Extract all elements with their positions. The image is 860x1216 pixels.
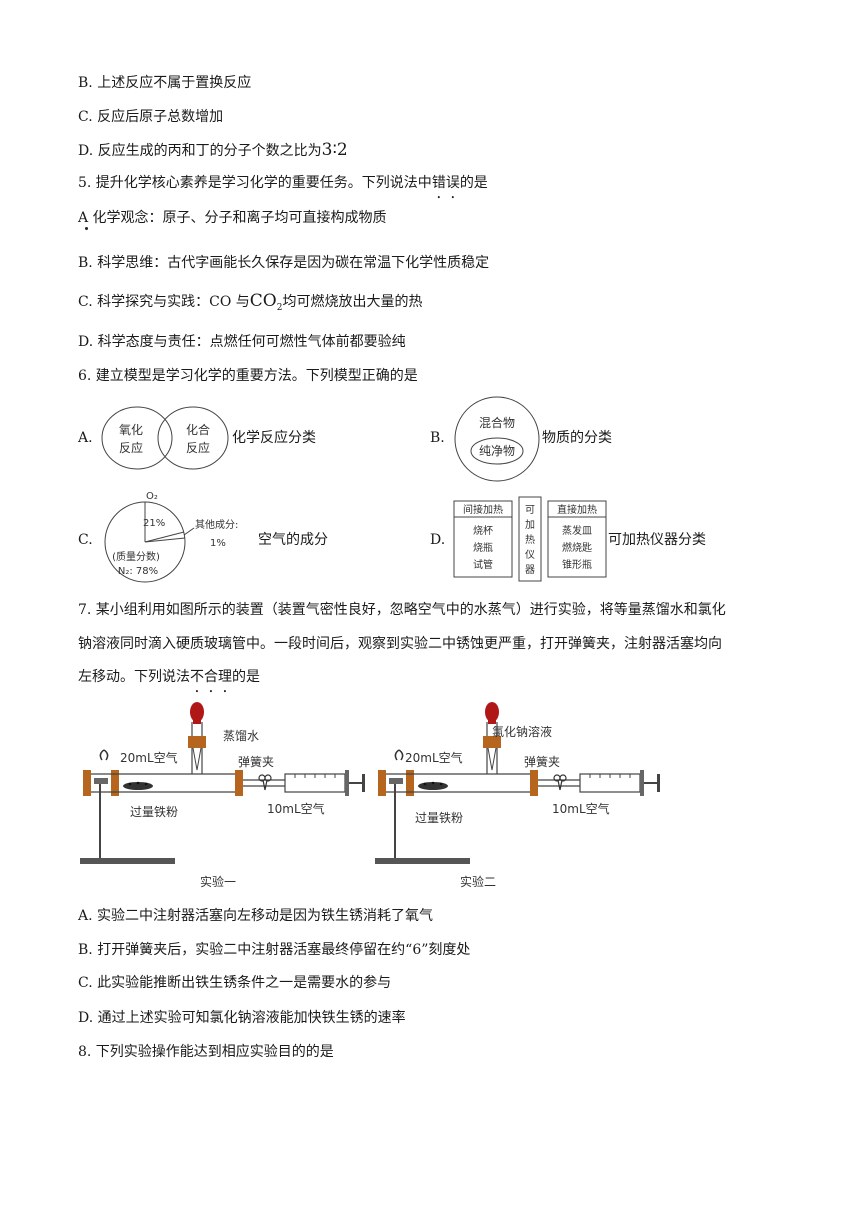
q7-option-c: C. 此实验能推断出铁生锈条件之一是需要水的参与 <box>78 975 392 991</box>
q6-c-other-label: 其他成分: <box>195 518 238 531</box>
q4-option-d-ratio: 3∶2 <box>321 140 348 160</box>
q6-d-caption: 可加热仪器分类 <box>608 532 706 548</box>
q7-stem-line2: 钠溶液同时滴入硬质玻璃管中。一段时间后，观察到实验二中锈蚀更严重，打开弹簧夹，注… <box>78 636 722 652</box>
exp1-air10-label: 10mL空气 <box>267 801 325 816</box>
q6-d-middle-char: 加 <box>525 519 535 531</box>
exp1-title: 实验一 <box>200 874 236 889</box>
q7-option-a: A. 实验二中注射器活塞向左移动是因为铁生锈消耗了氧气 <box>78 908 434 924</box>
q6-c-o2-percent: 21% <box>143 518 165 529</box>
emphasis-char: 理 <box>218 669 232 685</box>
emphasis-char: 误 <box>446 175 460 191</box>
q6-a-caption: 化学反应分类 <box>232 430 316 446</box>
q6-c-label: C. <box>78 532 93 548</box>
q6-b-label: B. <box>430 430 445 446</box>
q6-stem: 6. 建立模型是学习化学的重要方法。下列模型正确的是 <box>78 368 418 384</box>
q6-c-mass-fraction: (质量分数) <box>112 550 160 563</box>
q5-option-c-formula: CO <box>249 291 277 311</box>
q6-d-right-header: 直接加热 <box>557 503 597 516</box>
q7-stem-emphasis: 不合理 <box>190 669 232 685</box>
q6-a-label: A. <box>78 430 93 446</box>
q6-d-classification-table: 间接加热 烧杯 烧瓶 试管 可 加 热 仪 器 直接加热 蒸发皿 燃烧匙 锥形瓶 <box>453 496 607 582</box>
q7-stem-line3: 左移动。下列说法不合理的是 <box>78 667 260 687</box>
q6-d-left-header: 间接加热 <box>463 503 503 516</box>
q7-stem-line1: 7. 某小组利用如图所示的装置（装置气密性良好，忽略空气中的水蒸气）进行实验，将… <box>78 602 726 618</box>
q4-option-d: D. 反应生成的丙和丁的分子个数之比为3∶2 <box>78 140 348 161</box>
q6-a-circle1-line1: 氧化 <box>119 423 143 437</box>
q6-c-other-percent: 1% <box>210 538 226 549</box>
q6-d-middle-char: 热 <box>525 533 535 546</box>
q6-b-caption: 物质的分类 <box>542 430 612 446</box>
q7-apparatus-diagram: 蒸馏水 20mL空气 弹簧夹 过量铁粉 10mL空气 实验一 氯化钠溶液 20m… <box>79 701 661 889</box>
q5-stem-prefix: 5. 提升化学核心素养是学习化学的重要任务。下列说法中 <box>78 175 432 191</box>
q8-stem: 8. 下列实验操作能达到相应实验目的的是 <box>78 1044 334 1060</box>
q5-option-c: C. 科学探究与实践：CO 与CO2均可燃烧放出大量的热 <box>78 291 422 318</box>
exp2-air10-label: 10mL空气 <box>552 801 610 816</box>
exp2-clip-label: 弹簧夹 <box>524 754 560 769</box>
exp1-liquid-label: 蒸馏水 <box>223 729 259 743</box>
q7-stem-line3-prefix: 左移动。下列说法 <box>78 669 190 685</box>
q4-option-c: C. 反应后原子总数增加 <box>78 109 224 125</box>
q4-option-d-text: D. 反应生成的丙和丁的分子个数之比为 <box>78 143 322 159</box>
q6-a-circle1-line2: 反应 <box>119 440 143 455</box>
q6-d-middle-char: 可 <box>525 505 535 516</box>
q5-option-c-prefix: C. 科学探究与实践：CO 与 <box>78 294 250 310</box>
q5-option-a-dot <box>85 227 88 230</box>
exp1-iron-label: 过量铁粉 <box>130 805 178 819</box>
q6-a-circle2-line2: 反应 <box>186 440 210 455</box>
q6-d-left-item: 烧瓶 <box>473 541 493 554</box>
q5-option-c-subscript: 2 <box>276 302 283 313</box>
q6-a-venn-diagram: 氧化 反应 化合 反应 <box>101 406 229 470</box>
exp1-air20-label: 20mL空气 <box>120 750 178 765</box>
emphasis-char: 错 <box>432 175 446 191</box>
q6-d-right-item: 蒸发皿 <box>562 524 592 537</box>
q5-stem-suffix: 的是 <box>459 175 488 191</box>
q6-d-middle-char: 仪 <box>525 549 535 561</box>
q6-b-outer-label: 混合物 <box>479 415 515 430</box>
q7-option-b: B. 打开弹簧夹后，实验二中注射器活塞最终停留在约“6”刻度处 <box>78 942 471 958</box>
q6-b-nested-circles: 混合物 纯净物 <box>454 396 540 482</box>
q6-c-caption: 空气的成分 <box>258 532 328 548</box>
emphasis-char: 合 <box>204 669 218 685</box>
q5-option-c-suffix: 均可燃烧放出大量的热 <box>282 294 423 310</box>
q7-stem-line3-suffix: 的是 <box>232 669 260 685</box>
q6-b-inner-label: 纯净物 <box>479 444 515 458</box>
q6-d-right-item: 燃烧匙 <box>562 541 592 554</box>
q6-d-label: D. <box>430 532 446 548</box>
exp2-iron-label: 过量铁粉 <box>415 811 463 825</box>
q6-c-o2-label: O₂ <box>146 491 158 502</box>
q7-option-d: D. 通过上述实验可知氯化钠溶液能加快铁生锈的速率 <box>78 1010 406 1026</box>
q6-c-n2-label: N₂: 78% <box>118 566 158 577</box>
q6-d-middle-char: 器 <box>525 564 535 576</box>
exp1-clip-label: 弹簧夹 <box>238 754 274 769</box>
exp2-title: 实验二 <box>460 874 496 889</box>
exp2-air20-label: 20mL空气 <box>405 750 463 765</box>
q5-option-a: A 化学观念：原子、分子和离子均可直接构成物质 <box>78 210 387 226</box>
q6-d-right-item: 锥形瓶 <box>562 558 592 571</box>
q6-c-pie-chart: O₂ 21% 其他成分: 1% (质量分数) N₂: 78% <box>104 491 238 583</box>
q5-stem: 5. 提升化学核心素养是学习化学的重要任务。下列说法中错误的是 <box>78 173 488 193</box>
q5-option-b: B. 科学思维：古代字画能长久保存是因为碳在常温下化学性质稳定 <box>78 255 490 271</box>
q6-d-left-item: 烧杯 <box>473 524 493 537</box>
emphasis-char: 不 <box>190 669 204 685</box>
q4-option-b: B. 上述反应不属于置换反应 <box>78 75 252 91</box>
exp2-liquid-label: 氯化钠溶液 <box>492 724 552 739</box>
q5-stem-emphasis: 错误 <box>432 175 460 191</box>
q6-d-left-item: 试管 <box>473 558 493 571</box>
q6-a-circle2-line1: 化合 <box>186 422 210 437</box>
q5-option-d: D. 科学态度与责任：点燃任何可燃性气体前都要验纯 <box>78 334 406 350</box>
